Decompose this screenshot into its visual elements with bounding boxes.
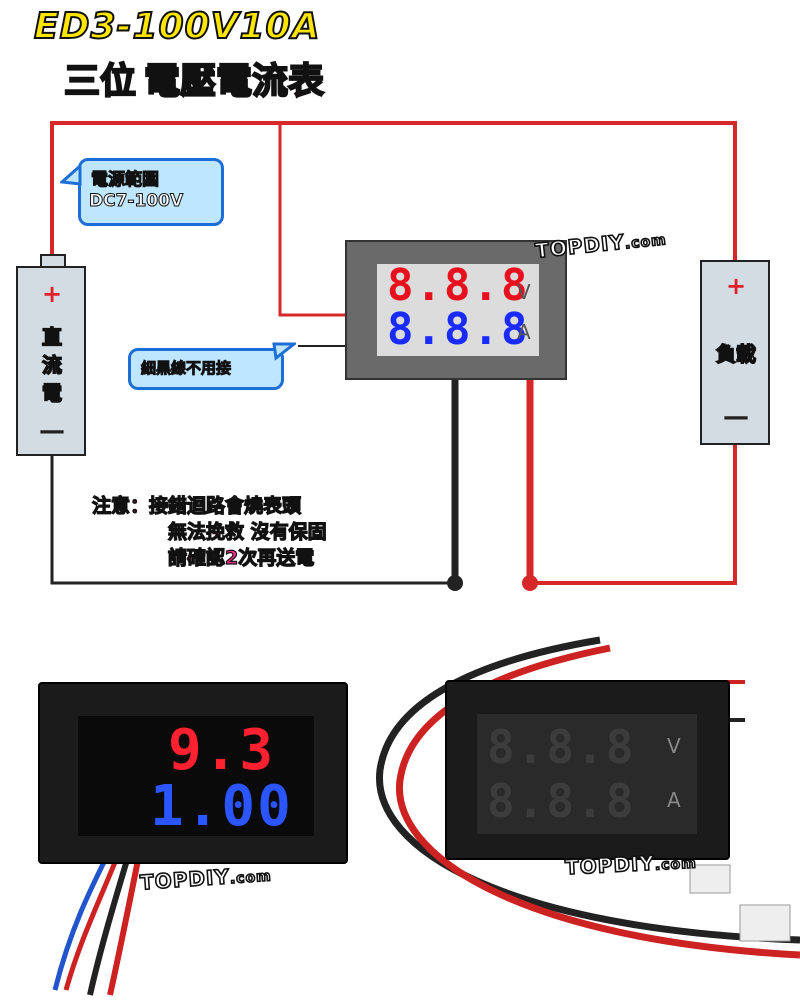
warning-line-1: 接錯迴路會燒表頭: [148, 494, 302, 517]
meter-diagram-unit-v: V: [517, 280, 531, 304]
battery-label: 直流電: [41, 324, 62, 405]
red-wire-bottom: [530, 445, 737, 585]
lit-meter-screen: 9.3 1.00: [78, 716, 314, 839]
warning-prefix: 注意：: [91, 494, 150, 517]
lit-meter-voltage: 9.3: [168, 718, 276, 783]
warning-note: 注意：接錯迴路會燒表頭: [91, 494, 302, 519]
load-minus-sign: —: [723, 402, 749, 432]
wiring-diagram: [50, 121, 737, 591]
load-plus-sign: +: [726, 272, 747, 300]
unlit-meter-current: 8.8.8: [487, 774, 636, 828]
load-box: + 負載 —: [700, 260, 770, 445]
meter-diagram-current: 8.8.8: [387, 304, 530, 355]
junction-dot-red: [522, 575, 538, 591]
product-photo-unlit: 8.8.8 8.8.8 V A TOPDIY.com: [360, 630, 800, 1000]
junction-dot-black: [447, 575, 463, 591]
watermark-brand-name: TOPDIY: [564, 850, 657, 880]
load-label: 負載: [715, 341, 756, 366]
warning-line-2: 無法挽救 沒有保固: [167, 520, 327, 543]
unlit-meter-unit-a: A: [667, 788, 681, 812]
meter-diagram-voltage: 8.8.8: [387, 260, 530, 311]
thin-wire-bubble: 細黑線不用接: [128, 348, 284, 390]
lit-meter-current: 1.00: [150, 774, 293, 839]
title-meter-label: 電壓電流表: [143, 60, 325, 103]
watermark-domain: .com: [623, 231, 668, 253]
unlit-meter-voltage: 8.8.8: [487, 720, 636, 774]
bubble-pointer-icon: [272, 342, 296, 361]
battery-plus-sign: +: [42, 280, 63, 308]
warning-line-3: 請確認2次再送電: [167, 546, 315, 569]
black-wire-bottom: [50, 455, 455, 585]
unlit-meter-body: 8.8.8 8.8.8 V A: [445, 680, 730, 860]
battery-minus-sign: —: [39, 416, 65, 446]
power-range-value: DC7-100V: [88, 191, 184, 212]
red-wire-meter-branch: [278, 123, 347, 317]
unlit-meter-screen: 8.8.8 8.8.8 V A: [477, 714, 697, 834]
red-wire-top: [50, 121, 737, 262]
battery-dc-source: + 直流電 —: [16, 266, 86, 456]
thin-wire-note: 細黑線不用接: [140, 359, 232, 378]
meter-diagram-unit-a: A: [517, 320, 531, 344]
meter-diagram-screen: 8.8.8 8.8.8 V A: [377, 260, 539, 356]
watermark-domain: .com: [229, 868, 273, 888]
power-range-bubble: 電源範圍 DC7-100V: [78, 158, 224, 226]
product-photo-lit: 9.3 1.00 TOPDIY.com: [0, 630, 360, 1000]
title-digits-label: 三位: [63, 60, 137, 103]
unlit-meter-unit-v: V: [667, 734, 681, 758]
product-model-title: ED3-100V10A: [33, 5, 321, 48]
watermark-domain: .com: [654, 855, 698, 875]
bubble-pointer-icon: [60, 162, 82, 186]
meter-diagram: 8.8.8 8.8.8 V A: [345, 240, 567, 380]
lit-meter-body: 9.3 1.00: [38, 682, 348, 864]
power-range-title: 電源範圍: [91, 170, 160, 191]
